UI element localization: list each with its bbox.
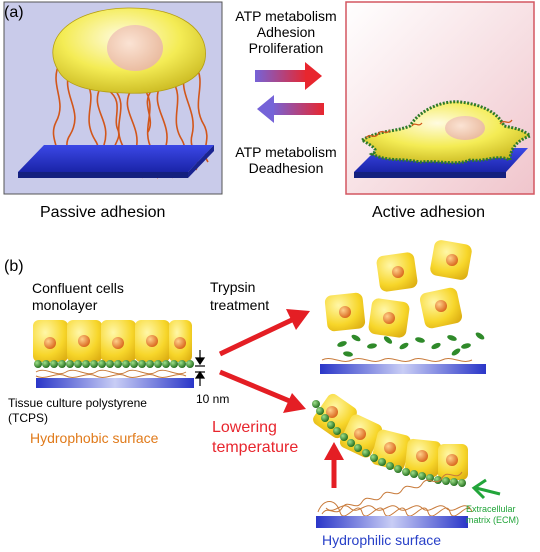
ecm-label: Extracellular matrix (ECM) (466, 504, 519, 526)
ecm-beads-sheet (312, 400, 466, 487)
active-adhesion-illustration (345, 1, 535, 195)
tcps-substrate (36, 378, 194, 388)
passive-adhesion-caption: Passive adhesion (40, 204, 166, 221)
tcps-text: Tissue culture polystyrene (TCPS) (8, 396, 147, 426)
tcps-line-1: Tissue culture polystyrene (8, 396, 147, 410)
panel-a-label: (a) (4, 4, 24, 21)
gap-label: 10 nm (196, 392, 230, 406)
active-chains (365, 119, 513, 139)
ecm-line-2: matrix (ECM) (466, 515, 519, 525)
active-adhesion-caption: Active adhesion (372, 204, 485, 221)
reverse-process-text: ATP metabolism Deadhesion (224, 144, 348, 176)
detached-cell-sheet (312, 393, 468, 487)
confluent-text: Confluent cells monolayer (32, 280, 124, 314)
detached-cells (324, 240, 472, 338)
forward-line-2: Adhesion (256, 24, 316, 40)
temperature-arrow (219, 369, 306, 413)
ecm-fibers-monolayer (35, 369, 187, 378)
lowering-temperature-text: Lowering temperature (212, 418, 298, 458)
hydrophilic-ecm-fibers (317, 471, 473, 517)
panel-b-label: (b) (4, 258, 24, 275)
trypsin-arrow (218, 309, 310, 357)
ecm-line-1: Extracellular (466, 504, 516, 514)
lift-arrow (324, 442, 344, 488)
confluent-line-1: Confluent cells (32, 280, 124, 296)
tcps-line-2: (TCPS) (8, 411, 48, 425)
hydrophilic-surface-label: Hydrophilic surface (322, 532, 442, 548)
trypsin-line-1: Trypsin (210, 279, 256, 295)
hydrophilic-substrate (316, 516, 468, 528)
trypsin-substrate (320, 364, 486, 374)
forward-line-1: ATP metabolism (235, 8, 337, 24)
lowering-line-1: Lowering (212, 419, 277, 436)
confluent-monolayer (33, 320, 194, 388)
lowering-line-2: temperature (212, 439, 299, 456)
ecm-fragments (337, 332, 485, 357)
trypsin-text: Trypsin treatment (210, 278, 269, 314)
active-nucleus (445, 116, 485, 140)
sheet-cells (313, 393, 468, 480)
passive-adhesion-illustration (3, 1, 223, 195)
reverse-line-2: Deadhesion (248, 160, 324, 176)
trypsin-line-2: treatment (210, 297, 270, 313)
passive-substrate (18, 145, 214, 172)
confluent-line-2: monolayer (32, 297, 98, 313)
ecm-beads-monolayer (34, 360, 194, 368)
hydrophobic-surface-label: Hydrophobic surface (30, 430, 159, 446)
active-cell (358, 100, 533, 165)
reverse-arrow (257, 95, 324, 123)
forward-line-3: Proliferation (248, 40, 324, 56)
passive-nucleus (107, 25, 163, 71)
forward-arrow (255, 62, 322, 90)
gap-marker (194, 350, 206, 386)
ecm-arrow (471, 478, 501, 500)
forward-process-text: ATP metabolism Adhesion Proliferation (224, 8, 348, 56)
trypsin-ecm-fibers (321, 358, 473, 362)
reverse-line-1: ATP metabolism (235, 144, 337, 160)
monolayer-cells (33, 320, 192, 362)
